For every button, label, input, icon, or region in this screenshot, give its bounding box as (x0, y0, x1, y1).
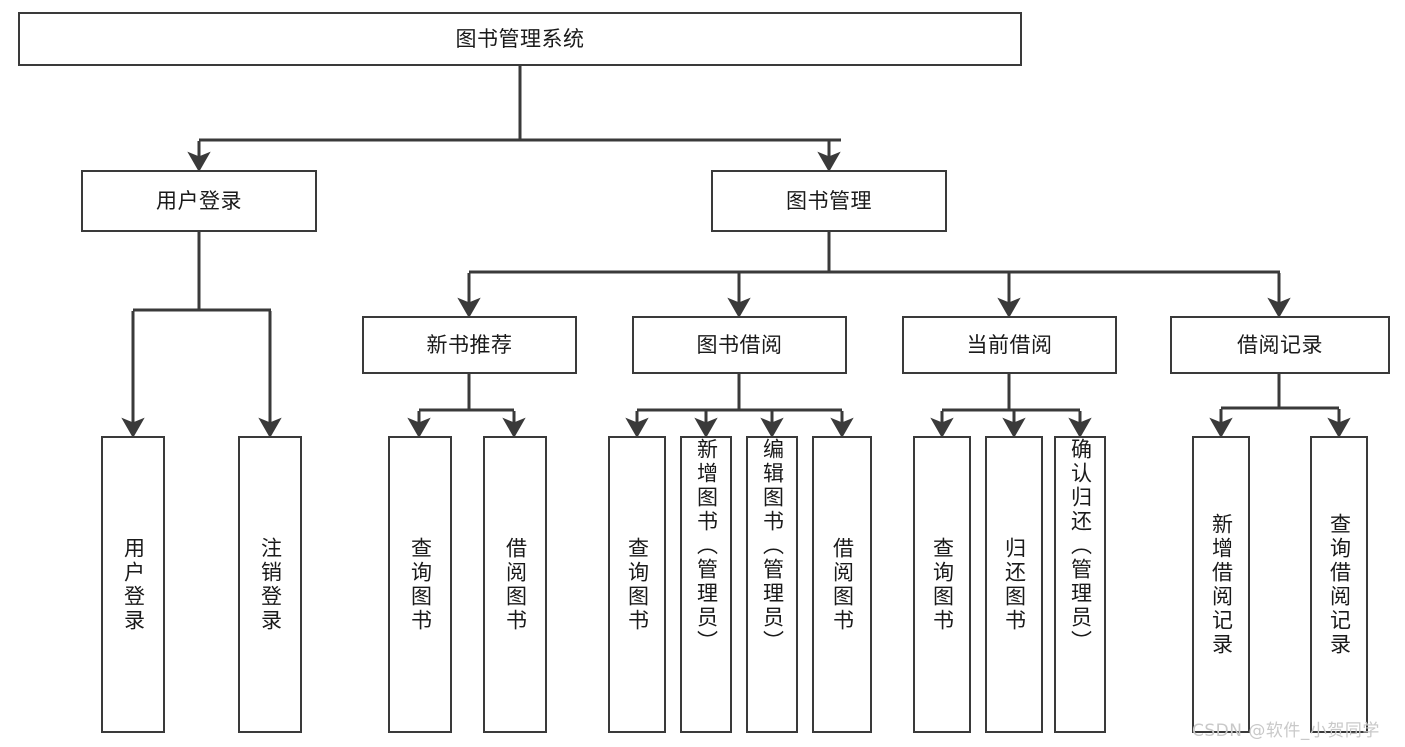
node-user-login[interactable]: 用户登录 (81, 170, 317, 232)
node-leaf-borrow-book-1-label: 借阅图书 (503, 536, 528, 633)
node-leaf-query-book-1-label: 查询图书 (408, 536, 433, 633)
node-leaf-query-book-3[interactable]: 查询图书 (913, 436, 971, 733)
node-leaf-logout-label: 注销登录 (258, 536, 283, 633)
node-borrow-record[interactable]: 借阅记录 (1170, 316, 1390, 374)
node-book-borrow-label: 图书借阅 (696, 332, 783, 357)
node-leaf-add-book[interactable]: 新增图书（管理员） (680, 436, 732, 733)
node-user-login-label: 用户登录 (156, 188, 242, 213)
node-leaf-return-book[interactable]: 归还图书 (985, 436, 1043, 733)
node-book-borrow[interactable]: 图书借阅 (632, 316, 847, 374)
node-root-label: 图书管理系统 (455, 26, 585, 51)
node-borrow-record-label: 借阅记录 (1237, 332, 1323, 357)
node-leaf-add-record[interactable]: 新增借阅记录 (1192, 436, 1250, 733)
node-leaf-borrow-book-2-label: 借阅图书 (830, 536, 855, 633)
node-leaf-confirm-return-label: 确认归还（管理员） (1068, 438, 1093, 654)
node-root[interactable]: 图书管理系统 (18, 12, 1022, 66)
node-leaf-query-record[interactable]: 查询借阅记录 (1310, 436, 1368, 733)
node-leaf-query-book-1[interactable]: 查询图书 (388, 436, 452, 733)
node-leaf-return-book-label: 归还图书 (1002, 536, 1027, 633)
node-new-book-rec-label: 新书推荐 (426, 332, 513, 357)
node-leaf-confirm-return[interactable]: 确认归还（管理员） (1054, 436, 1106, 733)
node-book-manage-label: 图书管理 (786, 188, 872, 213)
node-leaf-edit-book-label: 编辑图书（管理员） (760, 438, 785, 654)
node-leaf-logout[interactable]: 注销登录 (238, 436, 302, 733)
node-leaf-add-record-label: 新增借阅记录 (1209, 512, 1234, 657)
node-current-borrow-label: 当前借阅 (966, 332, 1053, 357)
node-leaf-query-record-label: 查询借阅记录 (1327, 512, 1352, 657)
node-leaf-add-book-label: 新增图书（管理员） (694, 438, 719, 654)
node-leaf-user-login-label: 用户登录 (121, 536, 146, 633)
node-leaf-query-book-2-label: 查询图书 (625, 536, 650, 633)
node-leaf-query-book-2[interactable]: 查询图书 (608, 436, 666, 733)
node-leaf-query-book-3-label: 查询图书 (930, 536, 955, 633)
node-leaf-user-login[interactable]: 用户登录 (101, 436, 165, 733)
node-book-manage[interactable]: 图书管理 (711, 170, 947, 232)
node-current-borrow[interactable]: 当前借阅 (902, 316, 1117, 374)
node-leaf-borrow-book-1[interactable]: 借阅图书 (483, 436, 547, 733)
node-leaf-edit-book[interactable]: 编辑图书（管理员） (746, 436, 798, 733)
node-leaf-borrow-book-2[interactable]: 借阅图书 (812, 436, 872, 733)
node-new-book-rec[interactable]: 新书推荐 (362, 316, 577, 374)
